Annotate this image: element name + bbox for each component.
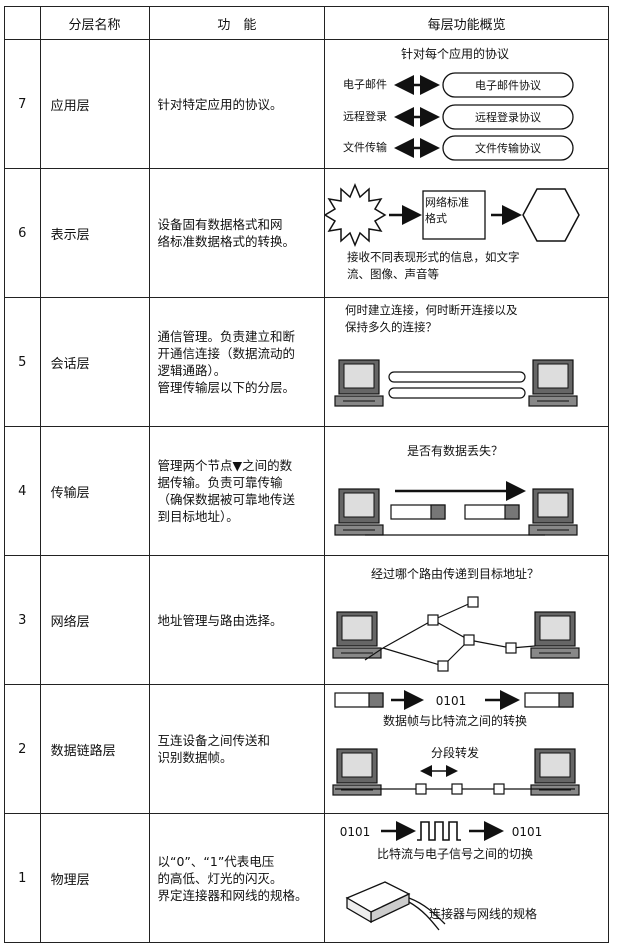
computer-icon <box>334 488 384 536</box>
data-frame-icon <box>524 692 574 708</box>
bitstream-label: 0101 <box>340 825 371 839</box>
layer-name: 数据链路层 <box>39 684 150 814</box>
protocol-row: 文件传输 文件传输协议 <box>343 135 574 161</box>
layer-number: 3 <box>4 555 41 685</box>
header-layer-name: 分层名称 <box>39 6 150 40</box>
layer-number: 1 <box>4 813 41 943</box>
starburst-icon <box>323 183 387 247</box>
layer-number: 7 <box>4 39 41 169</box>
app-label: 文件传输 <box>343 140 387 154</box>
router-node-icon <box>427 596 517 672</box>
data-packet-icon <box>464 504 520 520</box>
computer-icon <box>528 359 578 407</box>
layer-function: 设备固有数据格式和网 络标准数据格式的转换。 <box>148 168 326 298</box>
layer-row-4: 4 传输层 管理两个节点▼之间的数 据传输。负责可靠传输 （确保数据被可靠地传送… <box>4 426 609 556</box>
layer-name: 物理层 <box>39 813 150 943</box>
square-wave-icon <box>417 821 462 841</box>
layer-diagram-6: 网络标准 格式 接收不同表现形式的信息，如文字 流、图像、声音等 <box>323 168 609 298</box>
segment-forward-label: 分段转发 <box>431 745 479 760</box>
diagram-caption: 比特流与电子信号之间的切换 <box>377 846 533 861</box>
data-packet-icon <box>390 504 446 520</box>
diagram-caption: 接收不同表现形式的信息，如文字 流、图像、声音等 <box>347 250 520 281</box>
hexagon-icon <box>522 188 581 242</box>
data-frame-icon <box>334 692 384 708</box>
protocol-row: 电子邮件 电子邮件协议 <box>343 72 574 98</box>
diagram-caption: 是否有数据丢失？ <box>407 443 503 458</box>
app-label: 电子邮件 <box>343 78 387 91</box>
diagram-title: 针对每个应用的协议 <box>401 46 509 61</box>
protocol-box <box>442 104 574 130</box>
protocol-box <box>442 135 574 161</box>
layer-number: 6 <box>4 168 41 298</box>
layer-function: 以“0”、“1”代表电压 的高低、灯光的闪灭。 界定连接器和网线的规格。 <box>148 813 326 943</box>
bitstream-label: 0101 <box>512 825 543 839</box>
layer-row-6: 6 表示层 设备固有数据格式和网 络标准数据格式的转换。 网络标准 格式 接收不… <box>4 168 609 298</box>
layer-function: 管理两个节点▼之间的数 据传输。负责可靠传输 （确保数据被可靠地传送 到目标地址… <box>148 426 326 556</box>
rj45-connector-icon <box>345 881 446 931</box>
computer-icon <box>530 748 580 796</box>
diagram-caption: 经过哪个路由传递到目标地址？ <box>371 566 539 581</box>
protocol-box <box>442 72 574 98</box>
header-num <box>4 6 41 40</box>
page: 分层名称 功 能 每层功能概览 7 应用层 针对特定应用的协议。 针对每个应用的… <box>4 6 619 943</box>
standard-format-box <box>422 190 486 240</box>
switch-node-icon <box>415 783 505 795</box>
header-row: 分层名称 功 能 每层功能概览 <box>4 6 609 40</box>
protocol-row: 远程登录 远程登录协议 <box>343 104 574 130</box>
layer-name: 会话层 <box>39 297 150 427</box>
layer-row-3: 3 网络层 地址管理与路由选择。 经过哪个路由传递到目标地址？ <box>4 555 609 685</box>
app-label: 远程登录 <box>343 109 387 123</box>
layer-diagram-3: 经过哪个路由传递到目标地址？ <box>324 555 609 685</box>
layer-diagram-7: 针对每个应用的协议 电子邮件 电子邮件协议 远程登录 远程登录协议 文件传输 <box>324 39 609 169</box>
computer-icon <box>528 488 578 536</box>
layer-diagram-4: 是否有数据丢失？ <box>324 426 609 556</box>
diagram-caption: 何时建立连接，何时断开连接以及 保持多久的连接？ <box>345 303 518 334</box>
bitstream-label: 0101 <box>436 694 467 708</box>
layer-function: 地址管理与路由选择。 <box>148 555 326 685</box>
header-overview: 每层功能概览 <box>324 6 609 40</box>
connection-pipe-icon <box>388 371 526 399</box>
layer-number: 2 <box>4 684 41 814</box>
layer-diagram-2: 0101 数据帧与比特流之间的转换 分段转发 <box>324 684 609 814</box>
computer-icon <box>332 748 382 796</box>
layer-diagram-5: 何时建立连接，何时断开连接以及 保持多久的连接？ <box>324 297 609 427</box>
protocol-label: 远程登录协议 <box>475 110 541 124</box>
header-function: 功 能 <box>148 6 326 40</box>
osi-table: 分层名称 功 能 每层功能概览 7 应用层 针对特定应用的协议。 针对每个应用的… <box>4 6 609 943</box>
layer-number: 5 <box>4 297 41 427</box>
routing-graph-icon <box>364 601 536 667</box>
layer-function: 互连设备之间传送和 识别数据帧。 <box>148 684 326 814</box>
layer-row-5: 5 会话层 通信管理。负责建立和断 开通信连接（数据流动的 逻辑通路）。 管理传… <box>4 297 609 427</box>
layer-row-1: 1 物理层 以“0”、“1”代表电压 的高低、灯光的闪灭。 界定连接器和网线的规… <box>4 813 609 943</box>
layer-name: 表示层 <box>39 168 150 298</box>
protocol-label: 电子邮件协议 <box>475 78 541 92</box>
layer-name: 网络层 <box>39 555 150 685</box>
layer-number: 4 <box>4 426 41 556</box>
layer-diagram-1: 0101 0101 比特流与电子信号之间的切换 连接器与网线的规格 <box>324 813 609 943</box>
layer-name: 应用层 <box>39 39 150 169</box>
layer-function: 针对特定应用的协议。 <box>148 39 326 169</box>
computer-icon <box>334 359 384 407</box>
computer-icon <box>530 611 580 659</box>
layer-name: 传输层 <box>39 426 150 556</box>
protocol-label: 文件传输协议 <box>475 141 541 155</box>
layer-row-7: 7 应用层 针对特定应用的协议。 针对每个应用的协议 电子邮件 电子邮件协议 远… <box>4 39 609 169</box>
layer-row-2: 2 数据链路层 互连设备之间传送和 识别数据帧。 0101 数据帧与比特流之间的… <box>4 684 609 814</box>
standard-format-text: 网络标准 格式 <box>425 196 470 225</box>
diagram-caption: 数据帧与比特流之间的转换 <box>383 713 527 728</box>
connector-caption: 连接器与网线的规格 <box>429 906 537 921</box>
layer-function: 通信管理。负责建立和断 开通信连接（数据流动的 逻辑通路）。 管理传输层以下的分… <box>148 297 326 427</box>
computer-icon <box>332 611 382 659</box>
